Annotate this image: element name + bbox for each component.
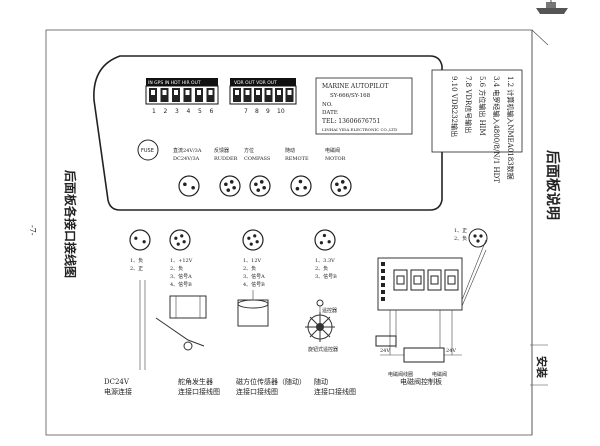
connector-label-cn: 直流24V/3A [173,147,202,154]
wiring-title: 后面板各接口接线图 [63,170,78,278]
panel-connector: 随动 REMOTE [285,147,312,197]
detail-connector: 1、负2、正 [129,229,151,272]
terminal-number: 8 [255,108,259,115]
pin-label: 1、负 [130,257,143,264]
panel-connector: 方位 COMPASS [244,147,271,197]
connector-label-cn: 电磁阀 [325,147,340,154]
bottom-label: 电磁阀控制板 [400,377,442,386]
terminal-number: 4 [187,108,191,115]
pin-label: 1、12V [243,258,262,264]
valve-label-coil: 电磁阀线圈 [388,371,413,378]
terminal-number: 1 [152,108,156,115]
bottom-label-sub: 连接口接线图 [314,387,356,396]
connector-label-en: REMOTE [285,156,309,162]
pin-label: 3、信号B [315,273,337,280]
notes-box: 1.2 计算机输入NMEA0183数据 3.4 电罗经输入4800/8/N/1 H… [431,69,523,183]
pin-label: 3、信号A [170,273,192,280]
note-line: 1.2 计算机输入NMEA0183数据 [506,76,515,180]
terminal-number: 10 [277,108,285,115]
terminal-label-right: VDR OUT VDR OUT [234,80,277,86]
terminal-number: 9 [266,108,270,115]
fuse-label: FUSE [141,148,154,154]
connector-label-en: DC24V/3A [173,156,200,162]
pin-label: 2、负 [243,265,256,272]
ship-logo-icon [536,0,568,14]
nameplate-line5: TEL: 13606676751 [322,118,380,125]
valve-control-board [375,239,487,363]
connector-label-en: MOTOR [325,156,346,162]
panel-connector: 电磁阀 MOTOR [325,147,352,197]
note-line: 3.4 电罗经输入4800/8/N/1 HDT [492,76,501,183]
bottom-label: 舵角发生器 [178,377,213,386]
bottom-label: DC24V [104,378,130,386]
nameplate-line4: DATE [322,110,338,116]
side-title: 后面板说明 [544,150,561,220]
terminal-label-left: IN GPS IN HDT HIR OUT [148,80,201,86]
remote-label-1: 遥控器 [322,307,337,314]
panel-connector: 反馈器 RUDDER [214,147,241,197]
connector-label-en: COMPASS [244,156,271,162]
nameplate-line2: SY-666/SY-168 [330,93,371,99]
nameplate-line1: MARINE AUTOPILOT [322,83,389,90]
terminal-block-left: IN GPS IN HDT HIR OUT [145,78,219,105]
rear-panel [93,55,443,211]
nameplate: MARINE AUTOPILOT SY-666/SY-168 NO. DATE … [315,77,413,135]
nameplate-line6: LINHAI YIDA ELECTRONIC CO.,LTD [322,127,397,132]
remote-wheel-icon [305,299,335,342]
terminal-number: 5 [198,108,202,115]
bottom-label: 随动 [314,377,328,386]
right-pin-1: 1、正 [454,228,467,234]
valve-label-24v-1: 24V [380,348,390,354]
terminal-number: 6 [210,108,214,115]
pin-label: 4、信号B [170,281,192,288]
rudder-sensor-drawing [155,295,207,351]
right-connector: 1、正 2、负 [454,228,488,248]
bottom-label-sub: 电源连接 [104,387,132,396]
pin-label: 4、信号B [243,281,265,288]
terminal-number: 2 [164,108,168,115]
connector-label-en: RUDDER [214,156,238,162]
fuse: FUSE [137,139,159,161]
valve-label-valve: 电磁阀 [432,371,447,378]
pin-label: 2、正 [130,266,143,272]
note-line: 5.6 方位输出 HIM [478,76,487,136]
side-tab: 安装 [535,356,549,378]
pin-label: 2、负 [315,265,328,272]
note-line: 9.10 VDR232输出 [450,76,459,137]
pin-label: 1、+12V [170,258,193,264]
terminal-block-right: VDR OUT VDR OUT [229,78,297,105]
panel-connector: 直流24V/3A DC24V/3A [173,147,202,197]
terminal-number: 3 [175,108,179,115]
remote-label-2: 旋钮式遥控器 [308,346,338,353]
pin-label: 1、3.3V [315,258,335,264]
bottom-label: 磁方位传感器（随动） [236,377,306,386]
connector-label-cn: 方位 [244,147,254,154]
terminal-number: 7 [244,108,248,115]
pin-label: 3、信号A [243,273,265,280]
note-line: 7.8 VDR信号输出 [464,76,473,133]
pin-label: 2、负 [170,265,183,272]
detail-connector: 1、3.3V2、负3、信号B [314,229,337,280]
page-number: -7- [28,225,37,236]
right-pin-2: 2、负 [454,235,467,242]
connector-label-cn: 反馈器 [214,147,229,154]
valve-label-24v-2: 24V [446,348,456,354]
bottom-label-sub: 连接口接线图 [178,387,220,396]
nameplate-line3: NO. [322,102,333,108]
connector-label-cn: 随动 [285,147,295,154]
compass-sensor-drawing [237,290,269,327]
bottom-label-sub: 连接口接线图 [236,387,278,396]
